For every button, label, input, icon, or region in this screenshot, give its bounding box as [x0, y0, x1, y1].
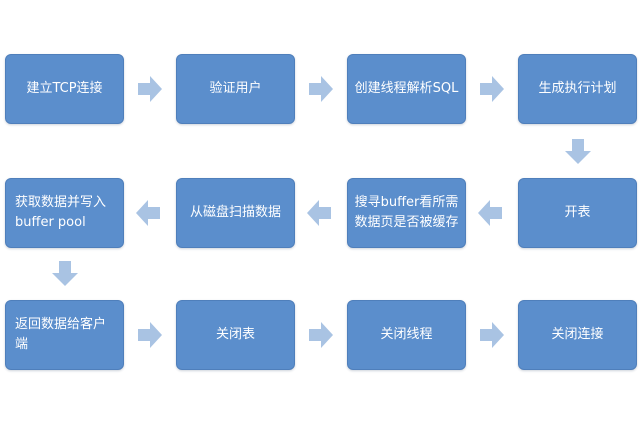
- arrow-right-icon: [305, 74, 335, 104]
- step-tcp-connect: 建立TCP连接: [5, 54, 124, 124]
- arrow-left-icon: [305, 198, 335, 228]
- step-return-data-to-client: 返回数据给客户端: [5, 300, 124, 370]
- step-label: 关闭线程: [380, 327, 433, 342]
- step-label: 关闭连接: [551, 327, 604, 342]
- step-label: 验证用户: [209, 81, 262, 96]
- step-search-buffer: 搜寻buffer看所需 数据页是否被缓存: [347, 178, 466, 248]
- step-label: 从磁盘扫描数据: [189, 205, 281, 220]
- arrow-right-icon: [134, 74, 164, 104]
- step-label: 获取数据并写入 buffer pool: [15, 195, 107, 230]
- step-close-table: 关闭表: [176, 300, 295, 370]
- arrow-down-icon: [50, 258, 80, 288]
- step-fetch-write-buffer-pool: 获取数据并写入 buffer pool: [5, 178, 124, 248]
- arrow-left-icon: [134, 198, 164, 228]
- arrow-down-icon: [563, 136, 593, 166]
- step-generate-execution-plan: 生成执行计划: [518, 54, 637, 124]
- step-close-connection: 关闭连接: [518, 300, 637, 370]
- arrow-right-icon: [305, 320, 335, 350]
- step-label: 创建线程解析SQL: [354, 81, 459, 96]
- step-verify-user: 验证用户: [176, 54, 295, 124]
- arrow-right-icon: [476, 74, 506, 104]
- arrow-right-icon: [476, 320, 506, 350]
- step-label: 搜寻buffer看所需 数据页是否被缓存: [354, 195, 459, 230]
- step-open-table: 开表: [518, 178, 637, 248]
- step-create-thread-parse-sql: 创建线程解析SQL: [347, 54, 466, 124]
- step-label: 关闭表: [215, 327, 255, 342]
- step-label: 建立TCP连接: [26, 81, 103, 96]
- arrow-left-icon: [476, 198, 506, 228]
- arrow-right-icon: [134, 320, 164, 350]
- step-scan-disk: 从磁盘扫描数据: [176, 178, 295, 248]
- step-close-thread: 关闭线程: [347, 300, 466, 370]
- step-label: 开表: [564, 205, 591, 220]
- step-label: 返回数据给客户端: [15, 317, 107, 352]
- step-label: 生成执行计划: [538, 81, 617, 96]
